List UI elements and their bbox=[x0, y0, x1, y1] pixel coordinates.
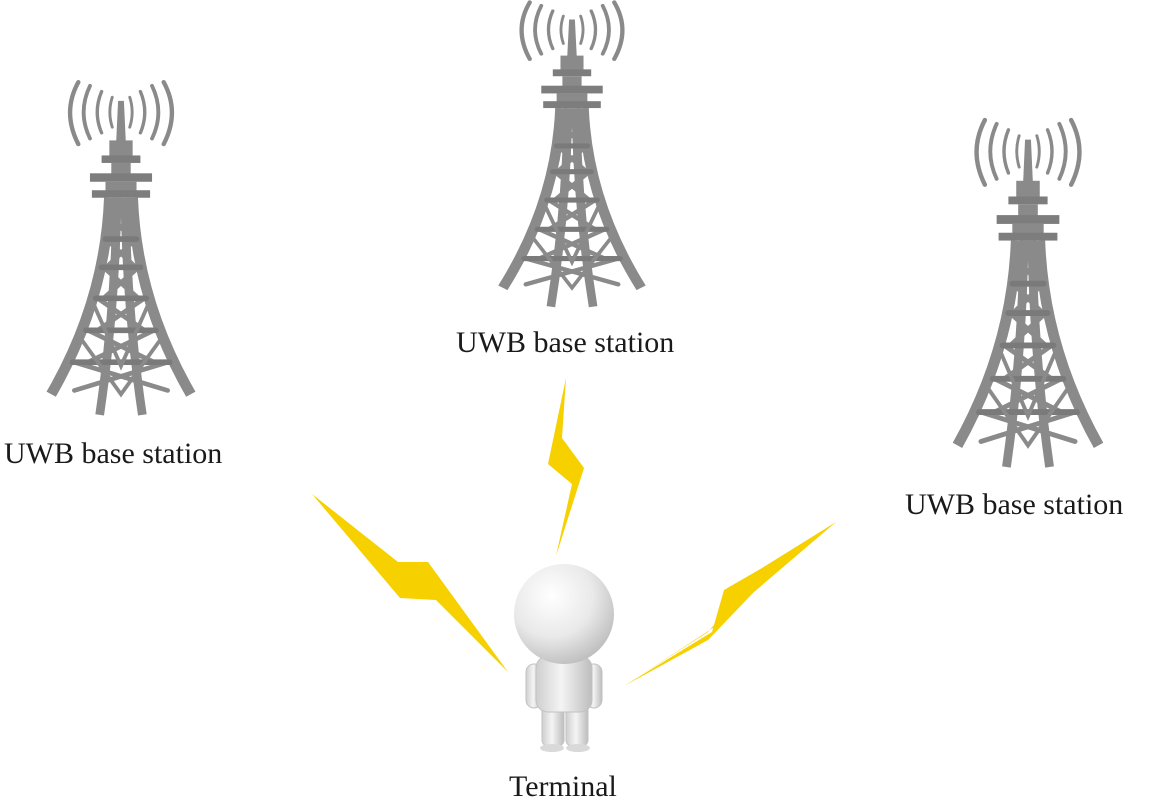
station-label-left: UWB base station bbox=[4, 437, 223, 470]
station-label-right: UWB base station bbox=[905, 488, 1124, 521]
tower-icon-center bbox=[503, 2, 641, 306]
tower-icon-right bbox=[957, 120, 1098, 467]
signal-bolt-left bbox=[312, 494, 508, 672]
station-label-center: UWB base station bbox=[456, 326, 675, 359]
tower-icon-left bbox=[51, 82, 191, 415]
signal-bolt-center bbox=[548, 378, 584, 556]
signal-bolt-right bbox=[624, 522, 836, 686]
person-figure-icon bbox=[514, 564, 614, 752]
terminal-label: Terminal bbox=[509, 770, 617, 803]
